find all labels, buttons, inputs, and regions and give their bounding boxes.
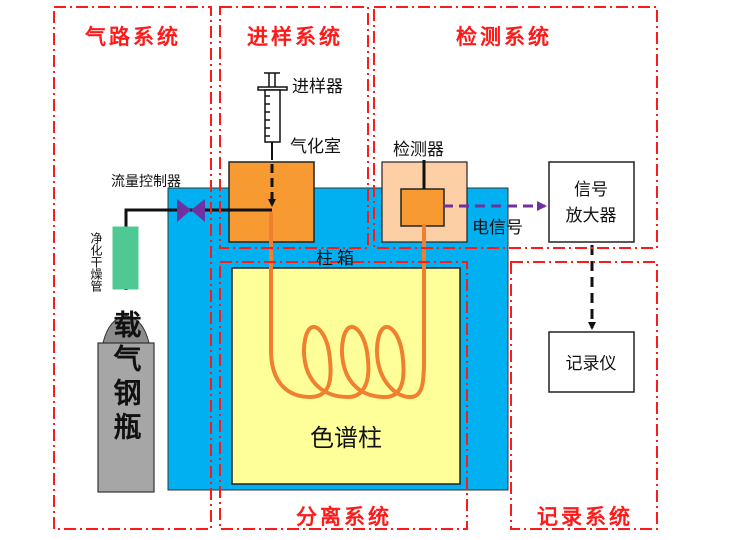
column-oven-label: 柱箱 bbox=[316, 249, 358, 269]
gas-path-system-label: 气路系统 bbox=[84, 24, 181, 49]
separation-system-label: 分离系统 bbox=[296, 504, 392, 529]
recording-system-label: 记录系统 bbox=[537, 504, 633, 529]
column-label: 色谱柱 bbox=[310, 424, 382, 452]
injection-system-label: 进样系统 bbox=[247, 24, 343, 49]
purifier-label: 净化干燥管 bbox=[89, 232, 103, 293]
amplifier-box bbox=[548, 161, 635, 243]
separation-system-border bbox=[219, 261, 468, 530]
electric-signal-label: 电信号 bbox=[472, 218, 523, 238]
injector-label: 进样器 bbox=[292, 77, 343, 97]
purifier-tube bbox=[112, 226, 139, 290]
recorder-label: 记录仪 bbox=[566, 354, 617, 374]
cylinder-cap bbox=[102, 315, 150, 344]
column-tube bbox=[269, 212, 426, 400]
syringe-icon bbox=[257, 72, 288, 160]
detector-label: 检测器 bbox=[393, 140, 444, 160]
cylinder-label: 载气钢瓶 bbox=[110, 310, 143, 446]
recorder-box bbox=[548, 331, 635, 393]
cylinder-body bbox=[97, 342, 155, 493]
detection-system-border bbox=[373, 6, 658, 249]
detection-system-label: 检测系统 bbox=[456, 24, 552, 49]
amplifier-label-line2: 放大器 bbox=[566, 206, 617, 226]
gas-path-system-border bbox=[53, 6, 212, 530]
vaporizer-label: 气化室 bbox=[290, 137, 341, 157]
amplifier-label-line1: 信号 bbox=[574, 180, 608, 200]
injection-system-border bbox=[219, 6, 369, 249]
detector-inner bbox=[400, 188, 445, 227]
flow-controller-label: 流量控制器 bbox=[111, 174, 181, 190]
flow-controller-valve-icon bbox=[177, 199, 205, 222]
recording-system-border bbox=[510, 261, 658, 530]
